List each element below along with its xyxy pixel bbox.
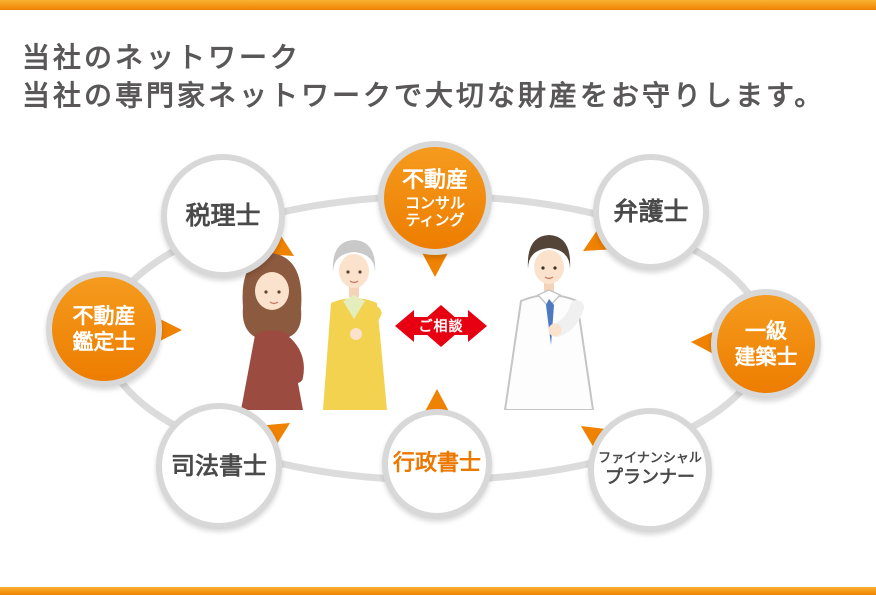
people-illustration <box>241 235 595 410</box>
node-lawyer: 弁護士 <box>593 154 709 270</box>
node-real-estate-consulting: 不動産 コンサル ティング <box>378 141 492 255</box>
node-first-class-architect: 一級 建築士 <box>711 289 821 399</box>
page-title: 当社のネットワーク <box>22 41 302 74</box>
consult-arrow-icon <box>395 305 487 347</box>
consult-label: ご相談 <box>418 319 464 335</box>
node-label: 司法書士 <box>171 452 267 480</box>
node-real-estate-appraiser: 不動産 鑑定士 <box>46 271 162 387</box>
node-label-line: 建築士 <box>734 345 798 369</box>
node-administrative-scrivener: 行政書士 <box>382 409 492 519</box>
node-label-line: コンサル <box>404 193 465 212</box>
node-label-line: 不動産 <box>72 303 136 328</box>
top-accent-bar <box>0 0 876 10</box>
client-woman-illustration <box>241 253 304 410</box>
node-label-line: ファイナンシャル <box>598 450 702 466</box>
node-label-line: プランナー <box>605 466 695 488</box>
node-label: 税理士 <box>185 201 261 231</box>
node-judicial-scrivener: 司法書士 <box>156 403 282 529</box>
node-label: 弁護士 <box>613 197 689 227</box>
bottom-accent-bar <box>0 587 876 595</box>
page-subtitle: 当社の専門家ネットワークで大切な財産をお守りします。 <box>22 79 826 112</box>
client-man-illustration <box>323 240 387 410</box>
node-label-line: 不動産 <box>401 168 468 193</box>
node-label: 行政書士 <box>392 451 481 477</box>
node-label-line: ティング <box>405 210 465 229</box>
node-tax-accountant: 税理士 <box>161 154 285 278</box>
node-financial-planner: ファイナンシャル プランナー <box>588 408 712 532</box>
node-label-line: 一級 <box>745 318 787 343</box>
consultant-illustration <box>503 235 595 410</box>
node-label-line: 鑑定士 <box>72 330 136 354</box>
